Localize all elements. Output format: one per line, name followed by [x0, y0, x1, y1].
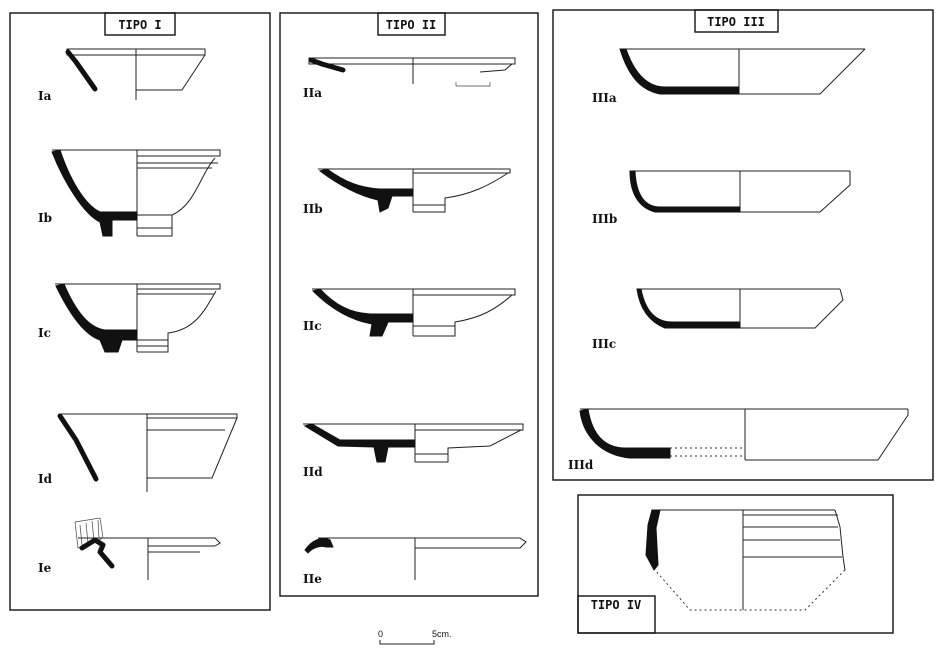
vessel-label: IIIc	[592, 337, 616, 351]
panel-title: TIPO I	[118, 18, 161, 32]
scale-start-label: 0	[378, 629, 383, 639]
vessel-ib	[51, 149, 221, 237]
vessel-iic	[312, 288, 516, 337]
vessel-iiib	[629, 170, 851, 213]
vessel-label: IIe	[303, 572, 322, 586]
vessel-label: IIc	[303, 319, 322, 333]
vessel-label: IId	[303, 465, 323, 479]
panel-tipo-4: TIPO IV	[577, 494, 894, 634]
panel-title: TIPO IV	[591, 598, 642, 612]
panel-title: TIPO III	[707, 15, 765, 29]
vessel-ic	[55, 283, 221, 353]
vessel-label: IIIb	[592, 212, 617, 226]
vessel-ia	[65, 48, 206, 100]
vessel-iib	[318, 168, 511, 213]
vessel-label: IIa	[303, 86, 322, 100]
vessel-iiia	[619, 48, 866, 95]
panel-tipo-3: TIPO III IIIa IIIb IIIc	[552, 9, 934, 481]
vessel-iiic	[636, 288, 844, 329]
vessel-label: Id	[38, 472, 53, 486]
scale-end-label: 5cm.	[432, 629, 452, 639]
panel-tipo-2: TIPO II IIa IIb IIc I	[279, 12, 539, 597]
vessel-label: Ia	[38, 89, 52, 103]
vessel-iie	[304, 537, 527, 580]
vessel-iv	[645, 509, 846, 611]
vessel-iia	[308, 57, 516, 87]
panel-tipo-1: TIPO I Ia Ib Ic Id	[9, 12, 271, 611]
vessel-label: IIIa	[592, 91, 617, 105]
vessel-label: Ib	[38, 211, 52, 225]
vessel-label: IIb	[303, 202, 323, 216]
vessel-label: IIId	[568, 458, 594, 472]
vessel-ie	[74, 517, 221, 580]
vessel-id	[57, 413, 238, 492]
panel-title: TIPO II	[386, 18, 437, 32]
vessel-label: Ie	[38, 561, 52, 575]
vessel-label: Ic	[38, 326, 51, 340]
vessel-iiid	[579, 408, 909, 461]
scale-bar: 0 5cm.	[378, 629, 452, 645]
vessel-iid	[303, 423, 524, 463]
